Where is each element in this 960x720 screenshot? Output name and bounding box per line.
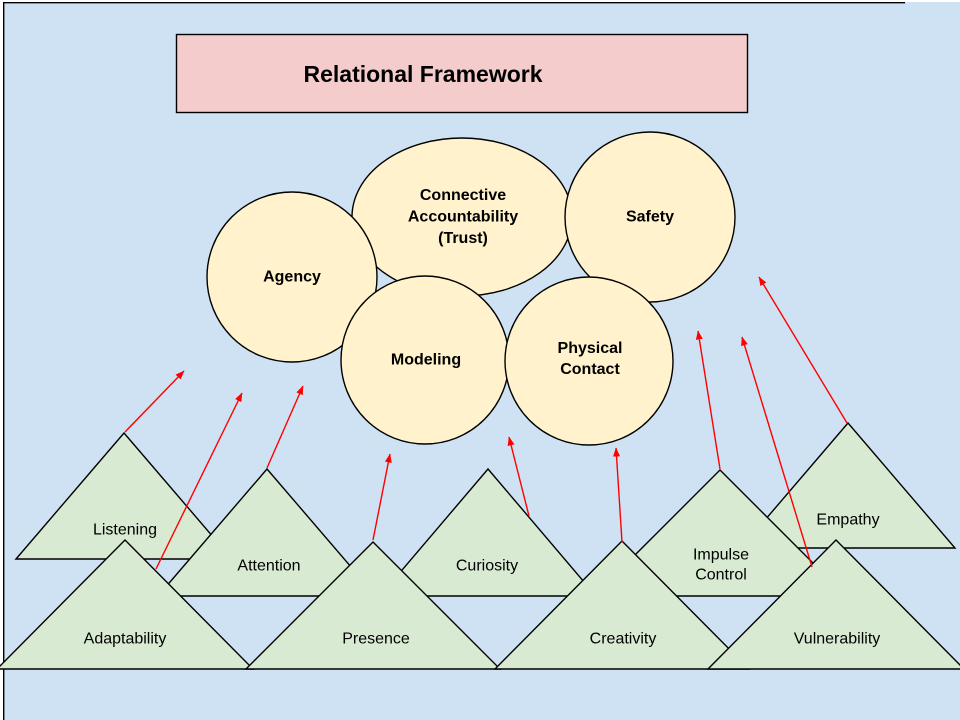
red-arrow-5 — [507, 436, 530, 517]
attention-label: Attention — [237, 558, 300, 575]
listening-label-line: Listening — [93, 522, 157, 539]
adaptability-label-line: Adaptability — [84, 631, 167, 648]
triangle-impulse-control — [592, 469, 848, 597]
attention-label-line: Attention — [237, 558, 300, 575]
connective-accountability-trust-label-line: (Trust) — [438, 230, 488, 247]
red-arrow-7 — [695, 330, 721, 470]
impulse-control-label-line: Control — [695, 567, 747, 584]
safety-label-line: Safety — [626, 209, 674, 226]
red-arrow-1 — [124, 370, 185, 433]
safety-label: Safety — [626, 209, 674, 226]
red-arrow-2 — [155, 392, 243, 570]
triangle-attention — [156, 467, 378, 597]
title-box — [175, 33, 749, 114]
triangle-curiosity — [378, 467, 598, 597]
red-arrow-9 — [758, 276, 848, 424]
triangle-presence — [244, 541, 502, 670]
triangle-vulnerability — [706, 539, 960, 670]
agency-label-line: Agency — [263, 269, 321, 286]
connective-accountability-trust-label-line: Accountability — [408, 209, 518, 226]
triangle-creativity — [493, 540, 751, 670]
impulse-control-label-line: Impulse — [693, 547, 749, 564]
adaptability-label: Adaptability — [84, 631, 167, 648]
presence-label-line: Presence — [342, 631, 410, 648]
circle-physical-contact — [504, 276, 674, 446]
connective-accountability-trust-label-line: Connective — [420, 187, 506, 204]
vulnerability-label-line: Vulnerability — [794, 631, 881, 648]
circle-agency — [206, 191, 378, 363]
triangle-adaptability — [0, 539, 255, 670]
red-arrow-6 — [613, 447, 623, 543]
presence-label: Presence — [342, 631, 410, 648]
physical-contact-label-line: Physical — [558, 340, 623, 357]
curiosity-label-line: Curiosity — [456, 558, 518, 575]
listening-label: Listening — [93, 522, 157, 539]
red-arrow-4 — [372, 453, 392, 541]
modeling-label-line: Modeling — [391, 352, 461, 369]
curiosity-label: Curiosity — [456, 558, 518, 575]
physical-contact-label-line: Contact — [560, 361, 620, 378]
creativity-label: Creativity — [590, 631, 657, 648]
circle-safety — [564, 131, 736, 303]
diagram-title: Relational Framework — [303, 61, 542, 87]
vulnerability-label: Vulnerability — [794, 631, 881, 648]
agency-label: Agency — [263, 269, 321, 286]
modeling-label: Modeling — [391, 352, 461, 369]
triangle-empathy — [739, 421, 957, 549]
empathy-label-line: Empathy — [816, 512, 879, 529]
red-arrow-8 — [741, 336, 813, 568]
empathy-label: Empathy — [816, 512, 879, 529]
red-arrow-3 — [266, 385, 304, 469]
creativity-label-line: Creativity — [590, 631, 657, 648]
